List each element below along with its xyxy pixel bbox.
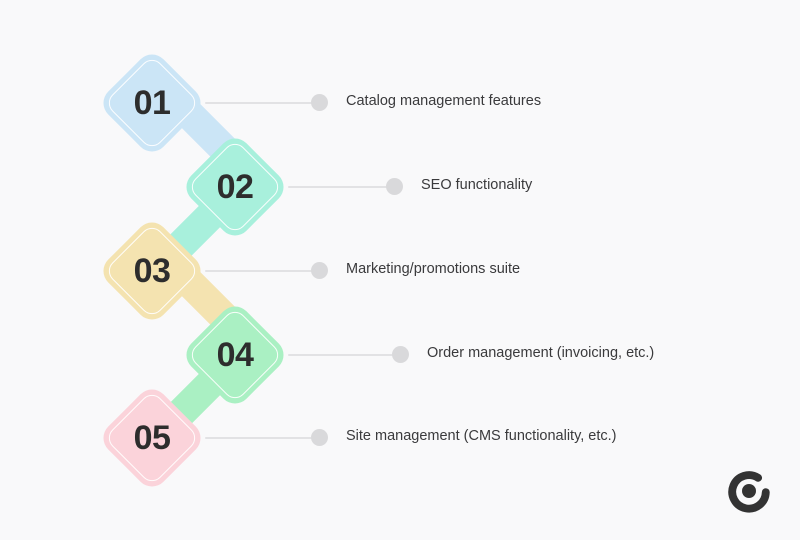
leader-line-4 [288,354,406,356]
step-label-01: Catalog management features [346,93,542,109]
leader-dot-3 [311,262,328,279]
step-label-03: Marketing/promotions suite [346,261,521,277]
leader-dot-4 [392,346,409,363]
leader-dot-2 [386,178,403,195]
leader-line-5 [205,437,325,439]
step-number-02: 02 [216,167,254,206]
step-label-04: Order management (invoicing, etc.) [427,345,655,361]
leader-line-1 [205,102,325,104]
step-number-03: 03 [133,251,171,290]
leader-dot-1 [311,94,328,111]
brand-logo-icon [728,471,770,513]
step-label-05: Site management (CMS functionality, etc.… [346,428,617,444]
step-number-01: 01 [133,83,171,122]
step-number-04: 04 [216,335,254,374]
step-number-05: 05 [133,418,171,457]
leader-dot-5 [311,429,328,446]
leader-line-3 [205,270,325,272]
step-label-02: SEO functionality [421,177,533,193]
leader-line-2 [288,186,400,188]
